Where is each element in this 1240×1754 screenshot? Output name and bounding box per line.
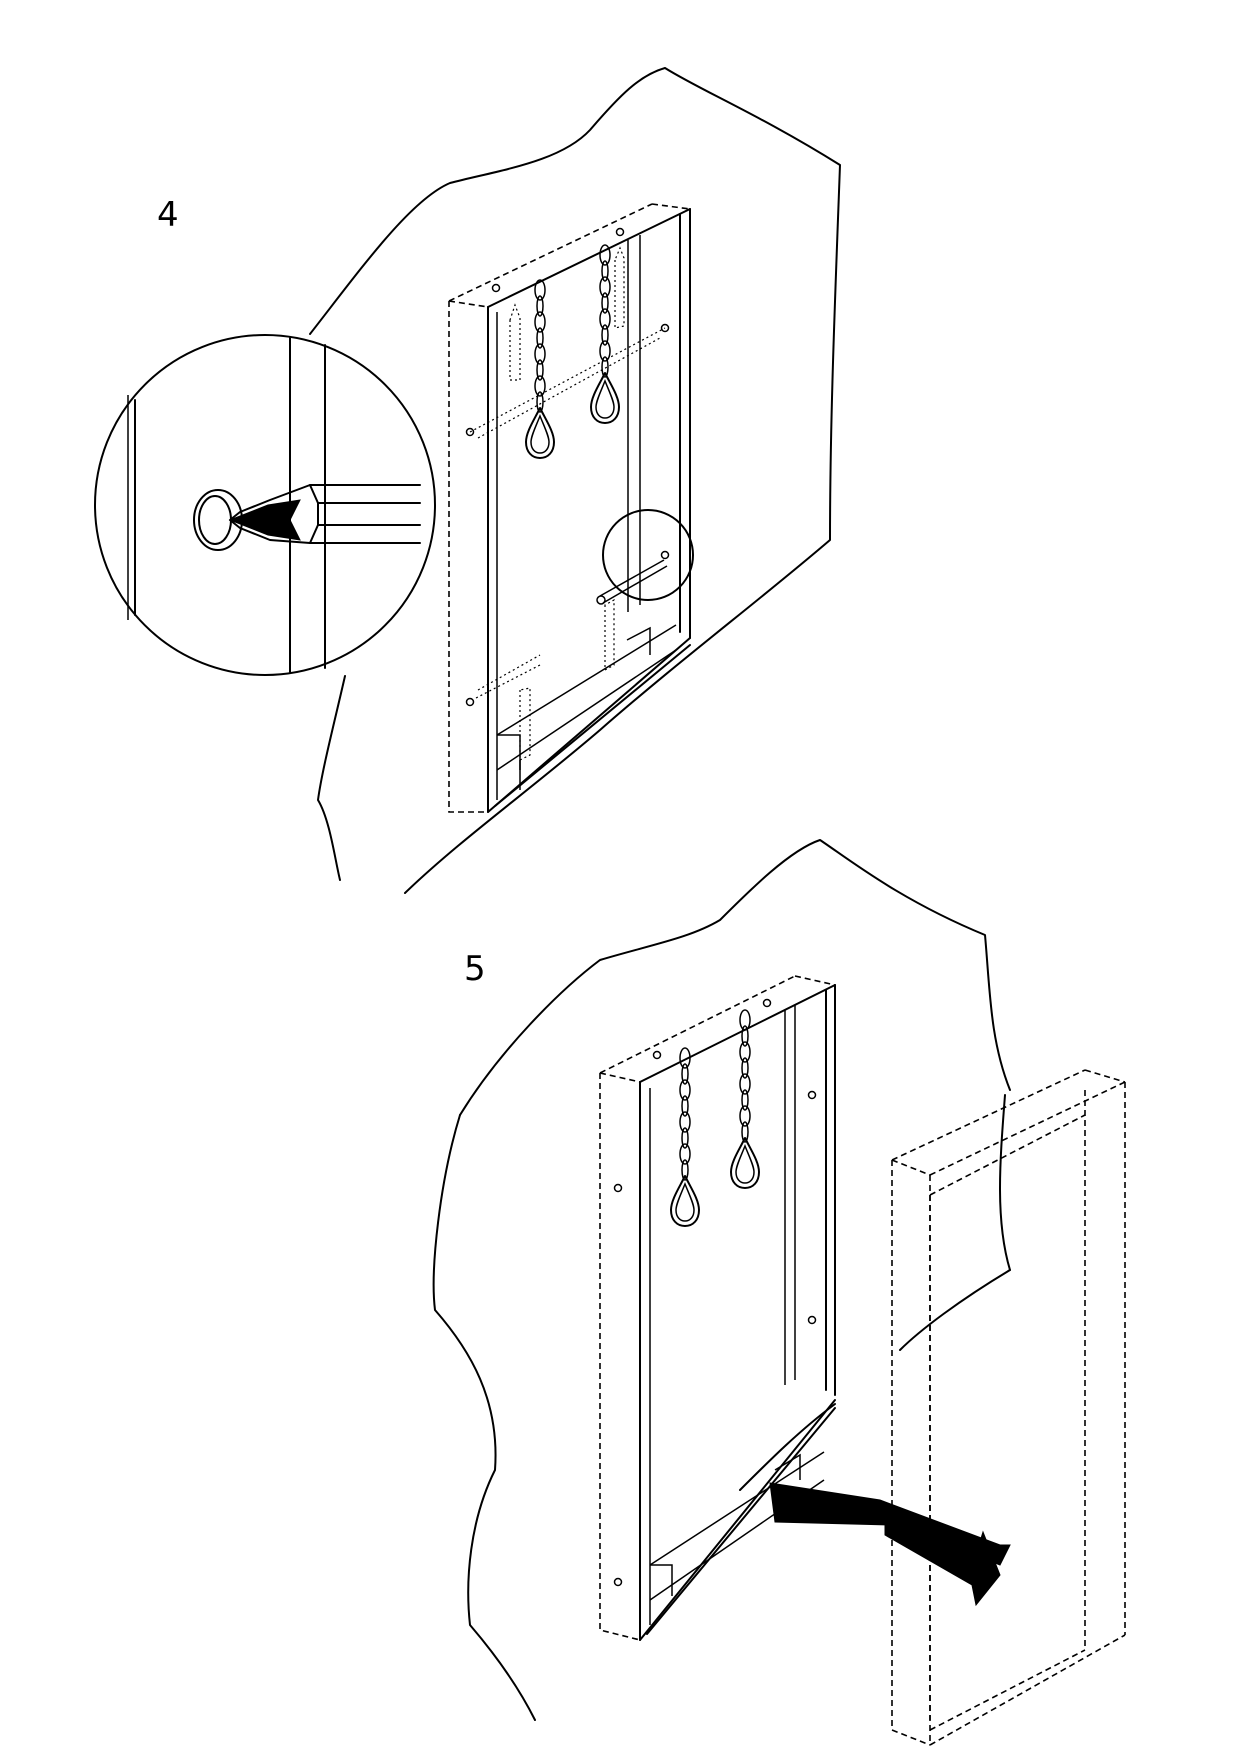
step-4-number: 4: [157, 195, 179, 235]
step-5-illustration: [432, 839, 1126, 1746]
removed-cover-frame: [891, 1069, 1126, 1746]
screwdriver-detail-callout: [94, 334, 436, 676]
step-5-number: 5: [464, 949, 486, 989]
step-4-illustration: [94, 67, 841, 894]
